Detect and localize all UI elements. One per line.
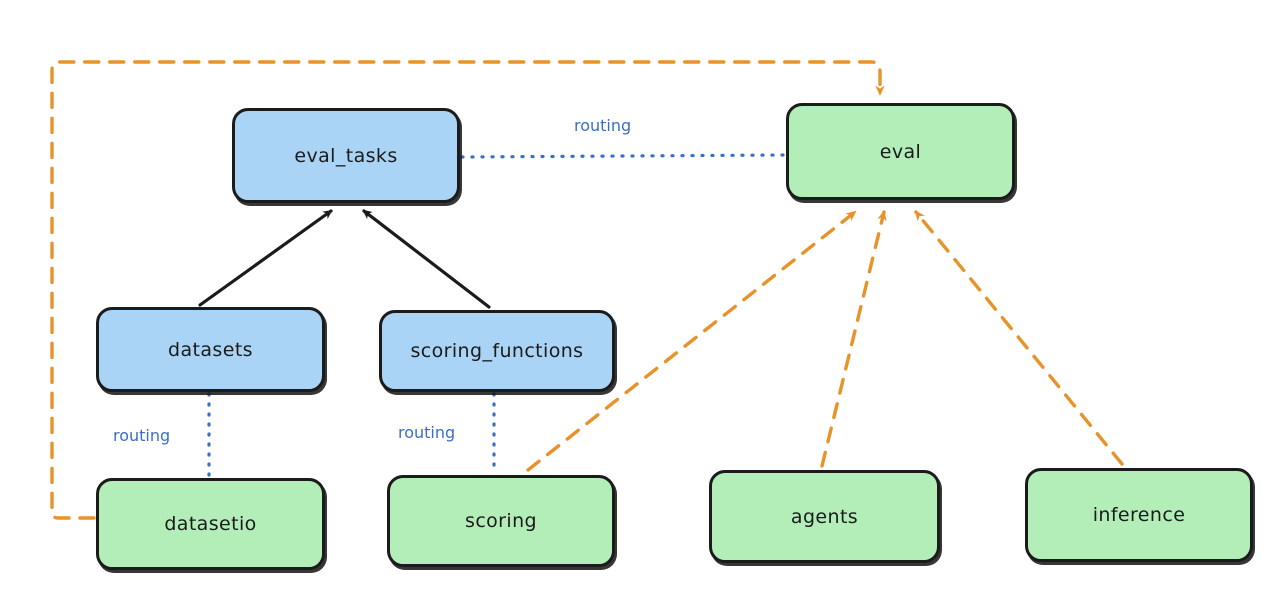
node-label-inference: inference	[1092, 504, 1186, 526]
edge-label-routing-eval-tasks: routing	[574, 116, 632, 135]
edge-label-routing-datasets: routing	[113, 426, 171, 445]
edge-agents-to-eval	[820, 210, 887, 468]
edge-label-routing-scoring-functions: routing	[398, 423, 456, 442]
node-inference[interactable]: inference	[1025, 468, 1253, 562]
edge-eval-tasks-to-eval	[460, 153, 786, 159]
node-eval[interactable]: eval	[786, 103, 1015, 200]
node-label-scoring-functions: scoring_functions	[410, 340, 584, 362]
edge-datasets-to-eval-tasks	[198, 209, 333, 307]
node-datasetio[interactable]: datasetio	[96, 478, 325, 570]
node-scoring-functions[interactable]: scoring_functions	[379, 310, 615, 392]
node-label-datasetio: datasetio	[164, 513, 257, 535]
node-datasets[interactable]: datasets	[96, 307, 325, 392]
node-label-eval: eval	[879, 140, 922, 163]
node-label-scoring: scoring	[465, 510, 537, 532]
node-eval-tasks[interactable]: eval_tasks	[232, 108, 460, 203]
edge-inference-to-eval	[914, 210, 1124, 466]
edge-scoring-functions-to-eval-tasks	[362, 209, 491, 309]
node-scoring[interactable]: scoring	[387, 475, 615, 567]
edge-datasetio-to-eval	[50, 60, 885, 520]
node-label-datasets: datasets	[168, 338, 253, 361]
node-label-eval-tasks: eval_tasks	[294, 144, 398, 167]
node-label-agents: agents	[790, 505, 859, 528]
node-agents[interactable]: agents	[709, 470, 940, 563]
